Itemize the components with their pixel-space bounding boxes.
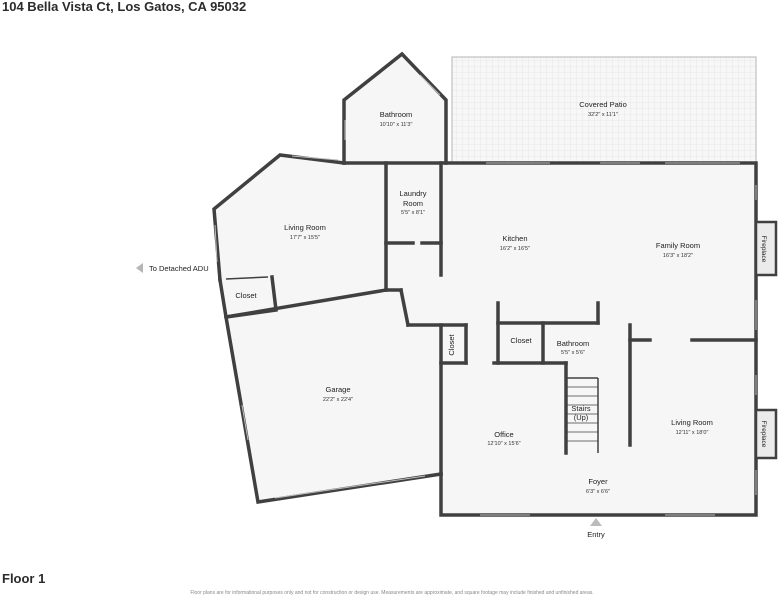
foyer-name: Foyer [588, 477, 608, 486]
laundry-name-1: Laundry [399, 189, 426, 198]
laundry-dims: 5'5" x 8'1" [401, 210, 425, 216]
living-room-right-name: Living Room [671, 418, 713, 427]
closet-vertical-name: Closet [447, 333, 456, 355]
garage-name: Garage [325, 385, 350, 394]
covered-patio-name: Covered Patio [579, 100, 627, 109]
living-room-left-walls [212, 153, 346, 282]
bathroom-top-walls [342, 51, 448, 165]
office-name: Office [494, 430, 513, 439]
fireplace-2-label: Fireplace [760, 421, 767, 448]
kitchen-name: Kitchen [502, 234, 527, 243]
family-room-dims: 16'3" x 18'2" [663, 253, 693, 259]
bathroom-mid-name: Bathroom [557, 339, 590, 348]
laundry-name-2: Room [403, 199, 423, 208]
bathroom-mid-dims: 5'5" x 5'6" [561, 350, 585, 356]
living-room-left-dims: 17'7" x 15'5" [290, 235, 320, 241]
closet-mid-name: Closet [510, 336, 532, 345]
detached-adu-label: To Detached ADU [149, 264, 209, 273]
fireplace-2 [754, 408, 778, 460]
living-room-left-name: Living Room [284, 223, 326, 232]
garage-dims: 22'2" x 22'4" [323, 397, 353, 403]
covered-patio-area [451, 56, 757, 163]
entry-arrow-icon [590, 518, 602, 526]
bathroom-top-dims: 10'10" x 11'3" [380, 122, 413, 128]
kitchen-dims: 16'2" x 16'5" [500, 246, 530, 252]
entry-label: Entry [587, 530, 605, 539]
stairs-name-2: (Up) [574, 413, 589, 422]
floor-fill [214, 54, 756, 515]
floor-label: Floor 1 [2, 571, 46, 586]
foyer-dims: 6'3" x 6'6" [586, 489, 610, 495]
stairs-name-1: Stairs [571, 404, 590, 413]
covered-patio-dims: 32'2" x 11'1" [588, 112, 618, 118]
fireplace-1 [754, 220, 778, 277]
garage-walls [223, 314, 443, 504]
closet-left-name: Closet [235, 291, 257, 300]
adu-arrow-icon [136, 263, 143, 273]
family-room-name: Family Room [656, 241, 700, 250]
office-dims: 12'10" x 15'6" [487, 441, 520, 447]
property-address: 104 Bella Vista Ct, Los Gatos, CA 95032 [2, 0, 247, 14]
living-room-right-dims: 12'11" x 18'0" [676, 430, 709, 436]
disclaimer: Floor plans are for informational purpos… [190, 590, 594, 596]
fireplace-1-label: Fireplace [760, 236, 767, 263]
bathroom-top-name: Bathroom [380, 110, 413, 119]
